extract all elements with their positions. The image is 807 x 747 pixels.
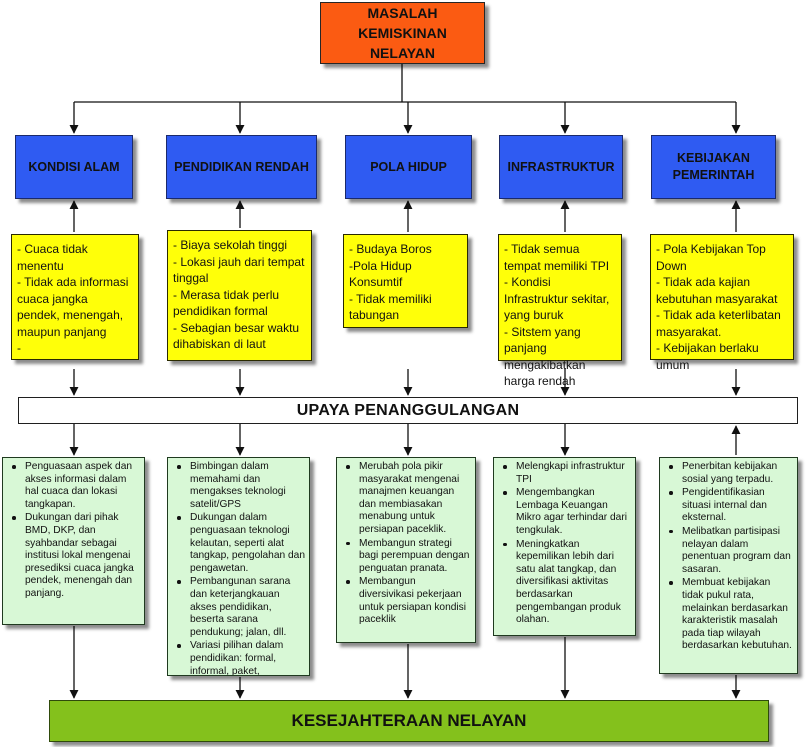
result-label: KESEJAHTERAAN NELAYAN xyxy=(291,711,527,730)
main-problem-title: MASALAH KEMISKINAN NELAYAN xyxy=(358,5,447,61)
solution-item: Bimbingan dalam memahami dan mengakses t… xyxy=(177,461,306,511)
category-label: INFRASTRUKTUR xyxy=(507,159,615,174)
solution-box-pendidikan: Bimbingan dalam memahami dan mengakses t… xyxy=(167,457,310,676)
main-problem-box: MASALAH KEMISKINAN NELAYAN xyxy=(320,2,485,64)
solution-item: Melibatkan partisipasi nelayan dalam pen… xyxy=(669,526,794,576)
upaya-label: UPAYA PENANGGULANGAN xyxy=(296,401,520,419)
solution-item: Penguasaan aspek dan akses informasi dal… xyxy=(12,461,141,511)
solution-item: Membangun strategi bagi perempuan dengan… xyxy=(346,538,472,576)
problem-box-kebijakan: - Pola Kebijakan Top Down - Tidak ada ka… xyxy=(650,234,794,372)
solution-item: Penerbitan kebijakan sosial yang terpadu… xyxy=(669,461,794,486)
category-label: PENDIDIKAN RENDAH xyxy=(174,159,309,174)
solution-box-infrastruktur: Melengkapi infrastruktur TPI Mengembangk… xyxy=(493,457,636,636)
category-infrastruktur: INFRASTRUKTUR xyxy=(499,135,623,199)
solution-item: Membuat kebijakan tidak pukul rata, mela… xyxy=(669,577,794,653)
upaya-penanggulangan-bar: UPAYA PENANGGULANGAN xyxy=(18,397,798,424)
problem-text: - Cuaca tidak menentu - Tidak ada inform… xyxy=(17,242,129,355)
category-label: POLA HIDUP xyxy=(370,159,447,174)
category-kebijakan-pemerintah: KEBIJAKAN PEMERINTAH xyxy=(651,135,776,199)
problem-text: - Tidak semua tempat memiliki TPI - Kond… xyxy=(504,242,610,388)
category-pola-hidup: POLA HIDUP xyxy=(345,135,472,199)
problem-text: - Pola Kebijakan Top Down - Tidak ada ka… xyxy=(656,242,781,372)
problem-box-pendidikan: - Biaya sekolah tinggi - Lokasi jauh dar… xyxy=(167,230,312,361)
problem-box-infrastruktur: - Tidak semua tempat memiliki TPI - Kond… xyxy=(498,234,622,388)
solution-item: Variasi pilihan dalam pendidikan: formal… xyxy=(177,640,306,675)
solution-item: Meningkatkan kepemilikan lebih dari satu… xyxy=(503,539,632,627)
problem-box-kondisi-alam: - Cuaca tidak menentu - Tidak ada inform… xyxy=(11,234,139,360)
solution-item: Melengkapi infrastruktur TPI xyxy=(503,461,632,486)
problem-text: - Budaya Boros -Pola Hidup Konsumtif - T… xyxy=(349,242,432,322)
result-box: KESEJAHTERAAN NELAYAN xyxy=(49,700,769,742)
solution-item: Merubah pola pikir masyarakat mengenai m… xyxy=(346,461,472,537)
problem-text: - Biaya sekolah tinggi - Lokasi jauh dar… xyxy=(173,238,305,351)
category-pendidikan-rendah: PENDIDIKAN RENDAH xyxy=(166,135,317,199)
category-label: KEBIJAKAN PEMERINTAH xyxy=(672,151,755,182)
solution-box-kebijakan: Penerbitan kebijakan sosial yang terpadu… xyxy=(659,457,798,674)
solution-item: Membangun diversivikasi pekerjaan untuk … xyxy=(346,576,472,626)
category-kondisi-alam: KONDISI ALAM xyxy=(15,135,133,199)
solution-item: Pembangunan sarana dan keterjangkauan ak… xyxy=(177,576,306,639)
solution-box-kondisi-alam: Penguasaan aspek dan akses informasi dal… xyxy=(2,457,145,625)
solution-item: Dukungan dari pihak BMD, DKP, dan syahba… xyxy=(12,512,141,600)
solution-item: Pengidentifikasian situasi internal dan … xyxy=(669,487,794,525)
solution-item: Mengembangkan Lembaga Keuangan Mikro aga… xyxy=(503,487,632,537)
solution-box-pola-hidup: Merubah pola pikir masyarakat mengenai m… xyxy=(336,457,476,643)
problem-box-pola-hidup: - Budaya Boros -Pola Hidup Konsumtif - T… xyxy=(343,234,468,328)
category-label: KONDISI ALAM xyxy=(28,159,120,174)
solution-item: Dukungan dalam penguasaan teknologi kela… xyxy=(177,512,305,574)
